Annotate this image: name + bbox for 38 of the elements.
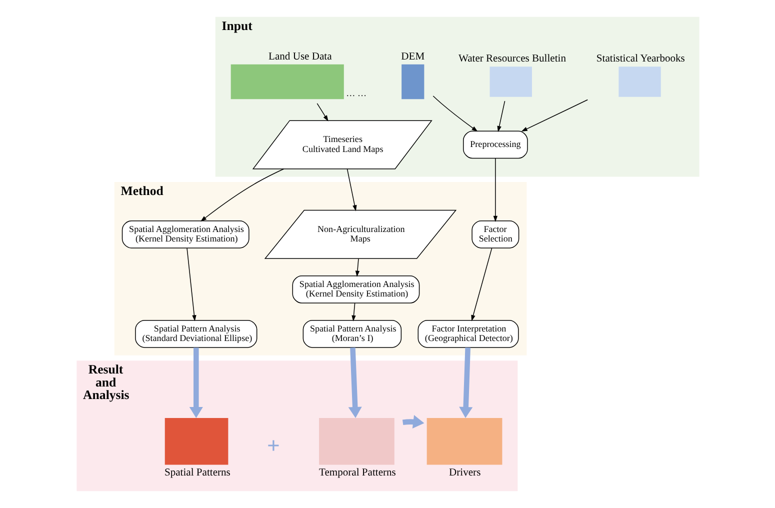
arrow xyxy=(470,248,492,322)
arrow xyxy=(496,100,505,132)
arrow xyxy=(492,158,498,222)
arrow xyxy=(186,248,196,322)
node-box xyxy=(318,418,394,465)
node-label: DEM xyxy=(400,51,424,62)
label: + xyxy=(266,433,280,458)
node-box: Spatial Agglomeration Analysis (Kernel Density Estimation) xyxy=(292,275,420,304)
node-box xyxy=(489,66,532,97)
arrow xyxy=(200,168,284,222)
arrow xyxy=(351,302,356,322)
node-box xyxy=(230,64,344,100)
node-label: Spatial Patterns xyxy=(164,467,230,478)
node-label: … … xyxy=(346,88,366,98)
node-label: Land Use Data xyxy=(268,51,332,62)
node-label: Statistical Yearbooks xyxy=(596,54,684,65)
node-box xyxy=(618,66,660,97)
node-box: Spatial Pattern Analysis (Moran’s I) xyxy=(302,320,402,348)
node-box: Factor Selection xyxy=(471,220,519,248)
node-label: Drivers xyxy=(448,467,480,478)
node-box: Factor Interpretation (Geographical Detector) xyxy=(417,320,518,348)
node-box: Preprocessing xyxy=(462,130,528,159)
arrow xyxy=(188,348,202,418)
arrow xyxy=(354,258,360,277)
node-box xyxy=(401,64,424,100)
node-box: Spatial Agglomeration Analysis (Kernel Density Estimation) xyxy=(121,220,249,248)
node-label: Temporal Patterns xyxy=(318,467,396,478)
node-box xyxy=(164,418,228,465)
node-box: Spatial Pattern Analysis (Standard Deviational Ellipse) xyxy=(134,320,257,348)
arrow xyxy=(316,103,328,122)
arrow xyxy=(346,168,356,212)
node-box xyxy=(426,418,502,465)
arrow xyxy=(520,99,588,132)
arrow xyxy=(458,348,472,418)
arrow xyxy=(432,96,478,132)
arrow xyxy=(402,415,424,428)
arrow xyxy=(348,347,362,418)
node-label: Water Resources Bulletin xyxy=(458,54,566,65)
